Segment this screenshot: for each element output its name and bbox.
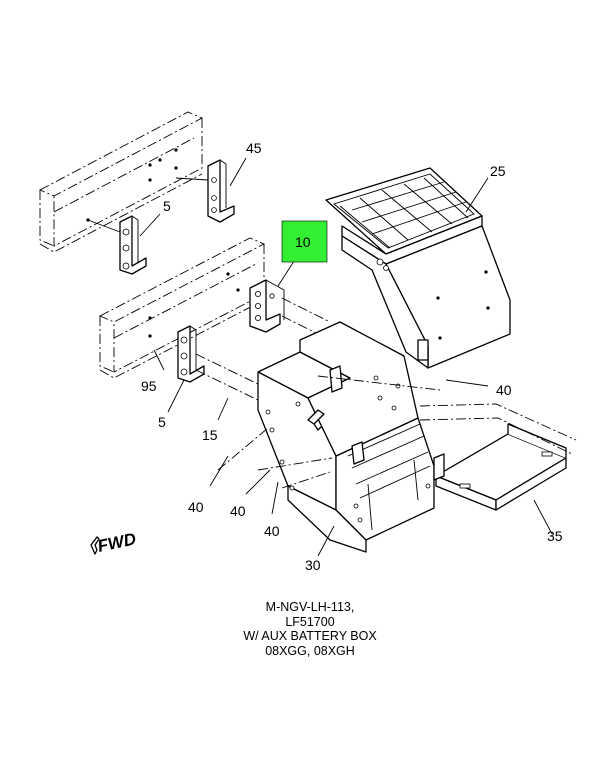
bracket-45	[175, 159, 235, 223]
callout-labels: 45 5 25 10 95 5 15 40 40 40 40 35 30	[141, 140, 563, 573]
callout-30: 30	[305, 557, 321, 573]
callout-40-right: 40	[496, 382, 512, 398]
fwd-arrow-icon	[90, 536, 100, 555]
battery-box-cover-25	[325, 167, 511, 369]
drawing-caption: M-NGV-LH-113, LF51700 W/ AUX BATTERY BOX…	[205, 600, 415, 658]
caption-line-3: W/ AUX BATTERY BOX	[243, 629, 377, 643]
bracket-10	[249, 279, 331, 341]
callout-40-middle: 40	[230, 503, 246, 519]
bracket-5-lower	[177, 325, 263, 403]
callout-95: 95	[141, 378, 157, 394]
callout-5-lower: 5	[158, 414, 166, 430]
callout-40-bottom: 40	[264, 523, 280, 539]
battery-box-base-30	[217, 321, 441, 553]
callout-10: 10	[295, 234, 311, 250]
callout-5-upper: 5	[163, 198, 171, 214]
callout-15: 15	[202, 427, 218, 443]
callout-25: 25	[490, 163, 506, 179]
caption-line-2: LF51700	[285, 614, 335, 629]
callout-40-lower-left: 40	[188, 499, 204, 515]
fwd-indicator: FWD	[90, 529, 138, 556]
callout-35: 35	[547, 528, 563, 544]
caption-line-1: M-NGV-LH-113,	[265, 600, 355, 614]
callout-45: 45	[246, 140, 262, 156]
fwd-label: FWD	[96, 529, 138, 556]
caption-line-4: 08XGG, 08XGH	[265, 643, 355, 658]
bracket-5-upper	[87, 215, 147, 275]
tray-35	[419, 403, 577, 511]
callout-10-highlight	[281, 220, 328, 263]
leader-lines	[139, 157, 553, 557]
